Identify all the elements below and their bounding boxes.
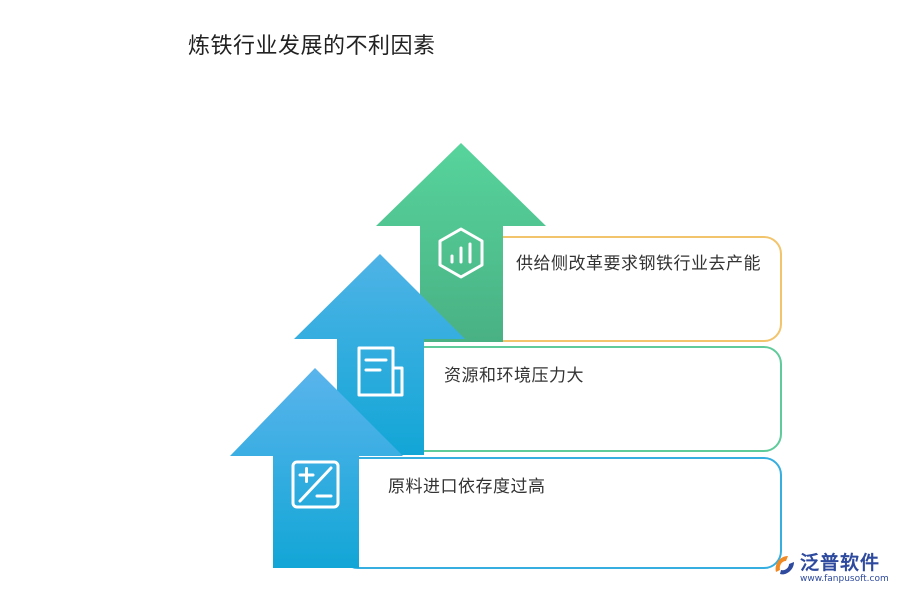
brand-url: www.fanpusoft.com — [800, 574, 889, 584]
arrow-3 — [230, 368, 403, 568]
page-title: 炼铁行业发展的不利因素 — [188, 34, 436, 59]
brand-name: 泛普软件 — [800, 552, 881, 574]
factor-card-3: 原料进口依存度过高 — [340, 457, 782, 569]
bar-chart-hexagon-icon — [438, 227, 484, 279]
brand-logo-icon — [775, 556, 794, 575]
factor-card-1: 供给侧改革要求钢铁行业去产能 — [484, 236, 782, 342]
arrow-1 — [376, 143, 546, 342]
factor-text-2: 资源和环境压力大 — [444, 366, 584, 386]
arrow-2 — [294, 254, 465, 455]
plus-minus-icon — [291, 460, 340, 509]
factor-text-1: 供给侧改革要求钢铁行业去产能 — [516, 254, 761, 274]
brand-logo: 泛普软件 www.fanpusoft.com — [772, 552, 889, 585]
document-icon — [357, 346, 404, 397]
factor-card-2: 资源和环境压力大 — [404, 346, 782, 452]
factor-text-3: 原料进口依存度过高 — [388, 477, 546, 497]
